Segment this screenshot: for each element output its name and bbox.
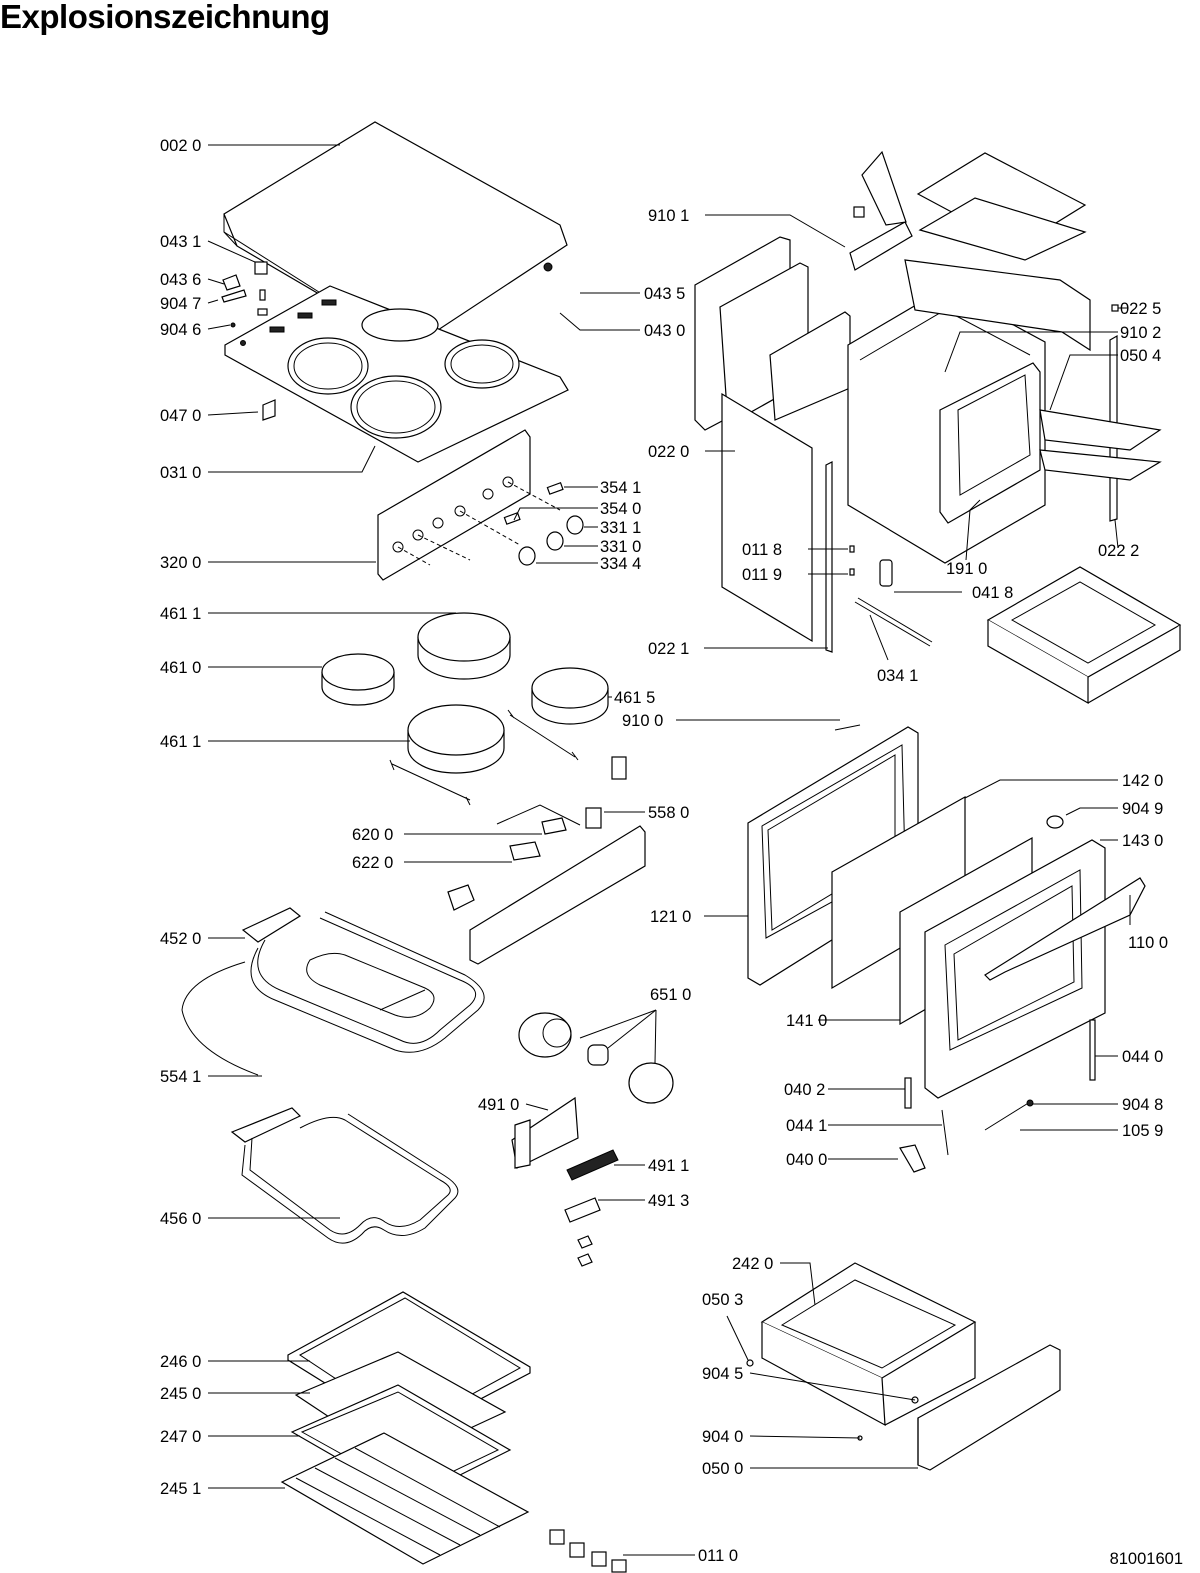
part-label: 022 1 bbox=[648, 640, 689, 658]
part-drawings bbox=[181, 121, 1182, 1573]
part-label: 904 6 bbox=[160, 321, 201, 339]
part-label: 011 0 bbox=[698, 1547, 738, 1565]
part-label: 461 1 bbox=[160, 733, 201, 751]
part-label: 452 0 bbox=[160, 930, 201, 948]
oven-cavity bbox=[694, 150, 1162, 653]
part-label: 242 0 bbox=[732, 1255, 773, 1273]
part-label: 050 3 bbox=[702, 1291, 743, 1309]
part-label: 491 0 bbox=[478, 1096, 519, 1114]
part-number-labels: 002 0 043 1 043 6 904 7 904 6 047 0 031 … bbox=[160, 137, 1168, 1565]
part-label: 022 5 bbox=[1120, 300, 1161, 318]
part-label: 011 8 bbox=[742, 541, 782, 559]
part-label: 044 0 bbox=[1122, 1048, 1163, 1066]
part-label: 354 1 bbox=[600, 479, 641, 497]
part-label: 141 0 bbox=[786, 1012, 827, 1030]
part-label: 041 8 bbox=[972, 584, 1013, 602]
part-label: 050 4 bbox=[1120, 347, 1161, 365]
feet-screws bbox=[549, 1529, 627, 1573]
lower-element bbox=[230, 1107, 459, 1244]
part-label: 043 5 bbox=[644, 285, 685, 303]
part-label: 040 2 bbox=[784, 1081, 825, 1099]
part-label: 904 0 bbox=[702, 1428, 743, 1446]
drawing-number: 81001601 bbox=[1109, 1550, 1183, 1568]
part-label: 191 0 bbox=[946, 560, 987, 578]
part-label: 047 0 bbox=[160, 407, 201, 425]
part-label: 461 5 bbox=[614, 689, 655, 707]
hob-plate bbox=[224, 285, 569, 463]
terminal-block bbox=[511, 1096, 619, 1267]
part-label: 110 0 bbox=[1128, 934, 1168, 952]
part-label: 456 0 bbox=[160, 1210, 201, 1228]
control-panel bbox=[377, 429, 561, 581]
leader-lines bbox=[207, 144, 1131, 1556]
part-label: 043 1 bbox=[160, 233, 201, 251]
part-label: 043 0 bbox=[644, 322, 685, 340]
part-label: 904 5 bbox=[702, 1365, 743, 1383]
part-label: 461 0 bbox=[160, 659, 201, 677]
part-label: 022 2 bbox=[1098, 542, 1139, 560]
part-label: 904 9 bbox=[1122, 800, 1163, 818]
part-label: 331 1 bbox=[600, 519, 641, 537]
part-label: 331 0 bbox=[600, 538, 641, 556]
part-label: 910 1 bbox=[648, 207, 689, 225]
part-label: 491 1 bbox=[648, 1157, 689, 1175]
part-label: 002 0 bbox=[160, 137, 201, 155]
terminal-parts bbox=[447, 756, 646, 965]
control-knobs bbox=[503, 482, 584, 566]
small-clips bbox=[221, 261, 276, 421]
part-label: 622 0 bbox=[352, 854, 393, 872]
hotplates bbox=[321, 612, 609, 806]
part-label: 491 3 bbox=[648, 1192, 689, 1210]
warming-drawer-top bbox=[986, 566, 1182, 705]
oven-trays bbox=[280, 1291, 531, 1565]
part-label: 247 0 bbox=[160, 1428, 201, 1446]
part-label: 245 0 bbox=[160, 1385, 201, 1403]
part-label: 334 4 bbox=[600, 555, 641, 573]
part-label: 904 8 bbox=[1122, 1096, 1163, 1114]
part-label: 651 0 bbox=[650, 986, 691, 1004]
part-label: 044 1 bbox=[786, 1117, 827, 1135]
part-label: 620 0 bbox=[352, 826, 393, 844]
part-label: 910 2 bbox=[1120, 324, 1161, 342]
oven-lamp bbox=[518, 1012, 674, 1104]
part-label: 121 0 bbox=[650, 908, 691, 926]
part-label: 011 9 bbox=[742, 566, 782, 584]
part-label: 022 0 bbox=[648, 443, 689, 461]
part-label: 558 0 bbox=[648, 804, 689, 822]
part-label: 142 0 bbox=[1122, 772, 1163, 790]
page-title: Explosionszeichnung bbox=[0, 0, 330, 35]
storage-drawer bbox=[746, 1262, 1061, 1471]
part-label: 031 0 bbox=[160, 464, 201, 482]
part-label: 904 7 bbox=[160, 295, 201, 313]
part-label: 554 1 bbox=[160, 1068, 201, 1086]
part-label: 105 9 bbox=[1122, 1122, 1163, 1140]
part-label: 245 1 bbox=[160, 1480, 201, 1498]
part-label: 043 6 bbox=[160, 271, 201, 289]
part-label: 461 1 bbox=[160, 605, 201, 623]
part-label: 246 0 bbox=[160, 1353, 201, 1371]
part-label: 354 0 bbox=[600, 500, 641, 518]
part-label: 143 0 bbox=[1122, 832, 1163, 850]
part-label: 320 0 bbox=[160, 554, 201, 572]
part-label: 040 0 bbox=[786, 1151, 827, 1169]
part-label: 910 0 bbox=[622, 712, 663, 730]
part-label: 050 0 bbox=[702, 1460, 743, 1478]
oven-door bbox=[747, 724, 1146, 1173]
grill-element bbox=[181, 907, 485, 1076]
part-label: 034 1 bbox=[877, 667, 918, 685]
